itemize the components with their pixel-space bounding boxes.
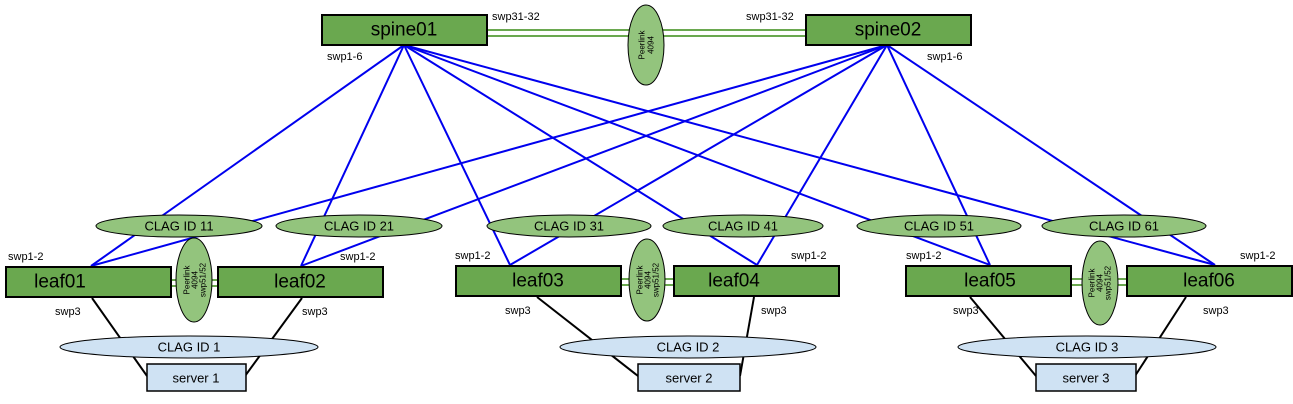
uplink-clag-41: CLAG ID 41 (662, 214, 824, 238)
spine01-peer-ports: swp31-32 (492, 11, 540, 23)
leaf03-host-ports: swp3 (505, 305, 531, 317)
peerlink-label-line3: swp51/52 (1104, 265, 1113, 300)
spine02-peer-ports: swp31-32 (746, 11, 794, 23)
leaf05-node: leaf05 (905, 265, 1072, 297)
switch-label: leaf01 (34, 272, 86, 293)
peerlink-ellipse (1081, 240, 1119, 326)
leaf01-uplink-ports: swp1-2 (8, 251, 43, 263)
switch-box (455, 265, 622, 297)
leaf02-node: leaf02 (217, 266, 384, 298)
switch-label: leaf05 (964, 271, 1016, 292)
spine01-downlink-ports: swp1-6 (327, 51, 362, 63)
peerlink-ellipse (627, 4, 665, 86)
leaf01-node: leaf01 (5, 266, 172, 298)
leaf05-host-ports: swp3 (953, 305, 979, 317)
switch-box (805, 14, 972, 46)
server-clag-group-1: CLAG ID 1 (59, 335, 319, 359)
peerlink-label-line3: swp51/52 (652, 262, 661, 297)
spine02-downlink-ports: swp1-6 (927, 51, 962, 63)
uplink-clag-ellipse (486, 214, 652, 238)
switch-box (905, 265, 1072, 297)
server-label: server 3 (1063, 371, 1110, 386)
server-clag-ellipse (59, 335, 319, 359)
uplink-clag-label: CLAG ID 11 (144, 219, 213, 234)
server-clag-group-3: CLAG ID 3 (957, 335, 1217, 359)
server-clag-ellipse (559, 335, 817, 359)
switch-label: spine02 (855, 20, 922, 41)
leaf06-host-ports: swp3 (1203, 305, 1229, 317)
spine02-node: spine02 (805, 14, 972, 46)
switch-box (321, 14, 488, 46)
spine01-node: spine01 (321, 14, 488, 46)
uplink-clag-ellipse (275, 214, 443, 238)
switch-label: leaf06 (1183, 271, 1235, 292)
server-2-node: server 2 (637, 363, 741, 392)
uplink-clag-label: CLAG ID 41 (708, 219, 778, 234)
leaf04-host-ports: swp3 (761, 305, 787, 317)
server-label: server 1 (173, 371, 220, 386)
peerlink-label-line1: Peerlink (1088, 268, 1097, 298)
peerlink-label-line1: Peerlink (636, 265, 645, 295)
server-1-node: server 1 (146, 363, 247, 392)
server-box (146, 363, 247, 392)
server-downlinks (91, 296, 1187, 377)
switch-box (1126, 265, 1293, 297)
server-clag-label: CLAG ID 3 (1056, 340, 1119, 355)
server-label: server 2 (666, 371, 713, 386)
peerlink-label-line3: swp51/52 (199, 262, 208, 297)
peerlink-ellipse (175, 237, 213, 323)
uplink-clag-label: CLAG ID 21 (324, 219, 394, 234)
switch-box (5, 266, 172, 298)
uplink-clag-label: CLAG ID 51 (904, 219, 974, 234)
uplink-clag-21: CLAG ID 21 (275, 214, 443, 238)
leaf06-node: leaf06 (1126, 265, 1293, 297)
switch-box (217, 266, 384, 298)
leaf02-uplink-ports: swp1-2 (340, 251, 375, 263)
server-clag-ellipse (957, 335, 1217, 359)
server-clag-group-2: CLAG ID 2 (559, 335, 817, 359)
uplink-clag-11: CLAG ID 11 (95, 214, 263, 238)
uplink-clag-ellipse (95, 214, 263, 238)
server-box (1035, 363, 1137, 392)
uplink-clag-ellipse (662, 214, 824, 238)
leaf04-uplink-ports: swp1-2 (791, 250, 826, 262)
spine-peerlink-badge: Peerlink 4094 (627, 4, 665, 86)
switch-label: leaf03 (512, 271, 564, 292)
switch-label: spine01 (371, 20, 438, 41)
uplink-clag-ellipse (1041, 214, 1207, 238)
leaf06-uplink-ports: swp1-2 (1240, 250, 1275, 262)
leaf03-uplink-ports: swp1-2 (455, 250, 490, 262)
peerlink-label-line2: 4094 (647, 36, 656, 54)
uplink-clag-label: CLAG ID 31 (534, 219, 604, 234)
switch-label: leaf04 (708, 271, 760, 292)
leaf01-host-ports: swp3 (55, 306, 81, 318)
uplink-clag-ellipse (856, 214, 1022, 238)
uplink-clag-61: CLAG ID 61 (1041, 214, 1207, 238)
server-3-node: server 3 (1035, 363, 1137, 392)
leaf-peerlink-badge-2: Peerlink 4094 swp51/52 (628, 238, 666, 322)
leaf04-node: leaf04 (673, 265, 840, 297)
peerlink-label-line2: 4094 (644, 271, 653, 289)
peerlink-label-line2: 4094 (191, 271, 200, 289)
peerlink-label-line1: Peerlink (638, 30, 647, 60)
leaf05-uplink-ports: swp1-2 (906, 250, 941, 262)
leaf-peerlink-badge-1: Peerlink 4094 swp51/52 (175, 237, 213, 323)
leaf03-node: leaf03 (455, 265, 622, 297)
server-clag-label: CLAG ID 1 (158, 340, 221, 355)
uplink-clag-51: CLAG ID 51 (856, 214, 1022, 238)
peerlink-label-line2: 4094 (1096, 274, 1105, 292)
switch-box (673, 265, 840, 297)
server-clag-label: CLAG ID 2 (657, 340, 720, 355)
switch-label: leaf02 (274, 272, 326, 293)
leaf-peerlink-badge-3: Peerlink 4094 swp51/52 (1081, 240, 1119, 326)
server-box (637, 363, 741, 392)
leaf02-host-ports: swp3 (302, 306, 328, 318)
uplink-clag-label: CLAG ID 61 (1089, 219, 1159, 234)
uplink-clag-31: CLAG ID 31 (486, 214, 652, 238)
peerlink-label-line1: Peerlink (183, 265, 192, 295)
peerlink-ellipse (628, 238, 666, 322)
